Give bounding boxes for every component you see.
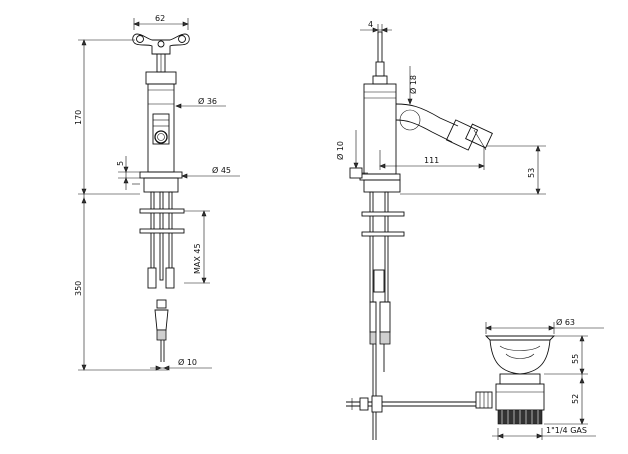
dim-lever-width: 4: [368, 20, 373, 29]
side-rods: [361, 191, 405, 440]
dim-height-lower: 350: [74, 281, 83, 296]
side-lever: [372, 31, 388, 85]
dim-hose-diameter: Ø 10: [178, 357, 197, 367]
side-spout: [395, 103, 493, 151]
side-dimensions: 4 Ø 18 Ø 10 111 53 Ø 63 55: [335, 20, 604, 440]
front-rods: [139, 191, 185, 362]
dim-inlet-diameter: Ø 10: [335, 141, 345, 160]
dim-body-diameter: Ø 36: [198, 96, 217, 106]
dim-base-diameter: Ø 45: [212, 165, 231, 175]
dim-max-thickness: MAX 45: [193, 243, 202, 274]
front-body: [145, 71, 177, 173]
side-base: [349, 167, 401, 193]
side-view: [346, 31, 556, 440]
dim-waste-height-top: 55: [571, 354, 580, 364]
dim-height-upper: 170: [74, 110, 83, 125]
dim-waste-thread: 1"1/4 GAS: [546, 426, 587, 435]
front-dimensions: 62 170 350 Ø 36 Ø 45 5 MAX 45: [74, 14, 240, 371]
side-waste: [475, 335, 556, 425]
front-handle: [132, 33, 190, 73]
dim-waste-diameter: Ø 63: [556, 317, 575, 327]
dim-base-thickness: 5: [116, 161, 125, 166]
dim-spout-height: 53: [527, 168, 536, 178]
side-popup-rod: [346, 395, 476, 413]
front-view: [132, 33, 190, 362]
dim-waste-height-bottom: 52: [571, 394, 580, 404]
dim-spout-diameter: Ø 18: [408, 75, 418, 94]
dim-handle-width: 62: [155, 14, 165, 23]
front-base: [132, 171, 183, 193]
dim-spout-reach: 111: [424, 156, 439, 165]
